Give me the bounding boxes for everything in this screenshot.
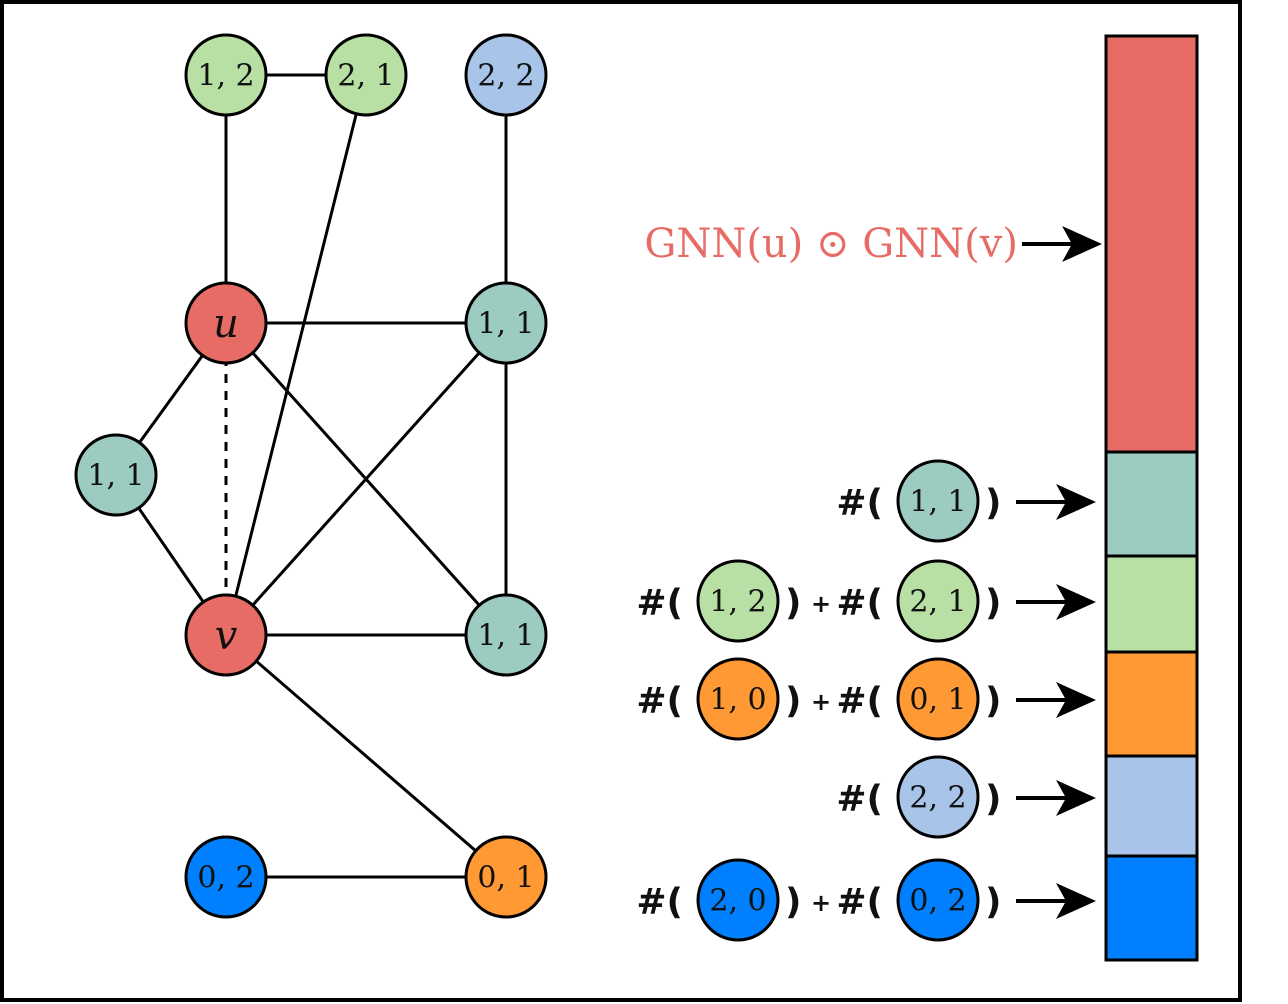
term-label: 1, 2 (709, 585, 766, 620)
term-circle (896, 755, 980, 839)
term-circle (896, 858, 980, 942)
node-u: u (184, 281, 268, 365)
count-symbol: #( (836, 681, 883, 722)
node-n22: 2, 2 (464, 33, 548, 117)
node-n02: 0, 2 (184, 835, 268, 919)
count-arrow (1016, 883, 1096, 919)
plus-sign: + (811, 590, 831, 618)
count-symbol: #( (836, 882, 883, 923)
term-circle (896, 459, 980, 543)
formula-annotation: GNN(u) ⊙ GNN(v) (644, 221, 1102, 267)
bar-segment-count-3 (1104, 650, 1199, 758)
count-arrow (1016, 780, 1096, 816)
node-n11_left: 1, 1 (74, 433, 158, 517)
edge-n21-v (224, 74, 368, 636)
node-n11_right_bottom: 1, 1 (464, 593, 548, 677)
node-circle (184, 33, 268, 117)
embedding-bar (1104, 34, 1199, 962)
count-close-paren: ) (985, 882, 1001, 923)
count-close-paren: ) (785, 681, 801, 722)
node-label: 1, 1 (477, 619, 534, 654)
node-circle (74, 433, 158, 517)
node-label: 1, 1 (87, 459, 144, 494)
node-circle (464, 33, 548, 117)
count-close-paren: ) (985, 681, 1001, 722)
bar-segment-count-1 (1104, 450, 1199, 558)
term-label: 2, 2 (909, 781, 966, 816)
term-circle (696, 657, 780, 741)
term-circle (696, 559, 780, 643)
term-circle (896, 657, 980, 741)
count-row: #( 2, 2) (836, 755, 1096, 839)
node-circle (464, 835, 548, 919)
count-close-paren: ) (985, 779, 1001, 820)
node-n01: 0, 1 (464, 835, 548, 919)
count-symbol: #( (636, 882, 683, 923)
count-row: #(1, 0)+#(0, 1) (636, 657, 1096, 741)
node-label: 1, 1 (477, 307, 534, 342)
term-label: 1, 1 (909, 485, 966, 520)
bar-segment-count-5 (1104, 854, 1199, 962)
node-circle (324, 33, 408, 117)
term-label: 0, 2 (909, 884, 966, 919)
term-circle (696, 858, 780, 942)
term-label: 2, 0 (709, 884, 766, 919)
node-circle (184, 281, 268, 365)
count-arrow (1016, 682, 1096, 718)
count-close-paren: ) (785, 583, 801, 624)
term-label: 2, 1 (909, 585, 966, 620)
node-circle (184, 835, 268, 919)
node-label: 1, 2 (197, 59, 254, 94)
count-symbol: #( (836, 583, 883, 624)
bar-segment-count-2 (1104, 554, 1199, 654)
graph-nodes: u v 1, 2 2, 1 2, 2 1, 1 1, 1 1, 1 0, 2 0, 1 (74, 33, 548, 919)
count-symbol: #( (636, 681, 683, 722)
node-n21: 2, 1 (324, 33, 408, 117)
bar-segment-product (1104, 34, 1199, 454)
node-label: 2, 2 (477, 59, 534, 94)
term-label: 0, 1 (909, 683, 966, 718)
edge-v-n01 (225, 633, 507, 879)
node-n12: 1, 2 (184, 33, 268, 117)
plus-sign: + (811, 889, 831, 917)
formula-arrow (1022, 226, 1102, 262)
node-circle (184, 593, 268, 677)
node-circle (464, 593, 548, 677)
node-label: v (215, 613, 238, 659)
node-label: 2, 1 (337, 59, 394, 94)
count-close-paren: ) (985, 583, 1001, 624)
node-label: 0, 1 (477, 861, 534, 896)
count-row: #(1, 2)+#(2, 1) (636, 559, 1096, 643)
count-symbol: #( (636, 583, 683, 624)
formula-label: GNN(u) ⊙ GNN(v) (644, 221, 1018, 267)
node-label: u (213, 301, 239, 347)
node-label: 0, 2 (197, 861, 254, 896)
count-row: #( 1, 1) (836, 459, 1096, 543)
edge-v-n11_right_top (224, 321, 508, 637)
term-circle (896, 559, 980, 643)
count-rows: #(1, 1)#(1, 2)+#(2, 1)#(1, 0)+#(0, 1)#(2… (636, 459, 1096, 942)
bar-segment-count-4 (1104, 754, 1199, 858)
count-symbol: #( (836, 779, 883, 820)
count-symbol: #( (836, 483, 883, 524)
plus-sign: + (811, 688, 831, 716)
term-label: 1, 0 (709, 683, 766, 718)
node-circle (464, 281, 548, 365)
node-v: v (184, 593, 268, 677)
count-close-paren: ) (985, 483, 1001, 524)
count-arrow (1016, 484, 1096, 520)
count-arrow (1016, 584, 1096, 620)
count-close-paren: ) (785, 882, 801, 923)
node-n11_right_top: 1, 1 (464, 281, 548, 365)
count-row: #(2, 0)+#(0, 2) (636, 858, 1096, 942)
